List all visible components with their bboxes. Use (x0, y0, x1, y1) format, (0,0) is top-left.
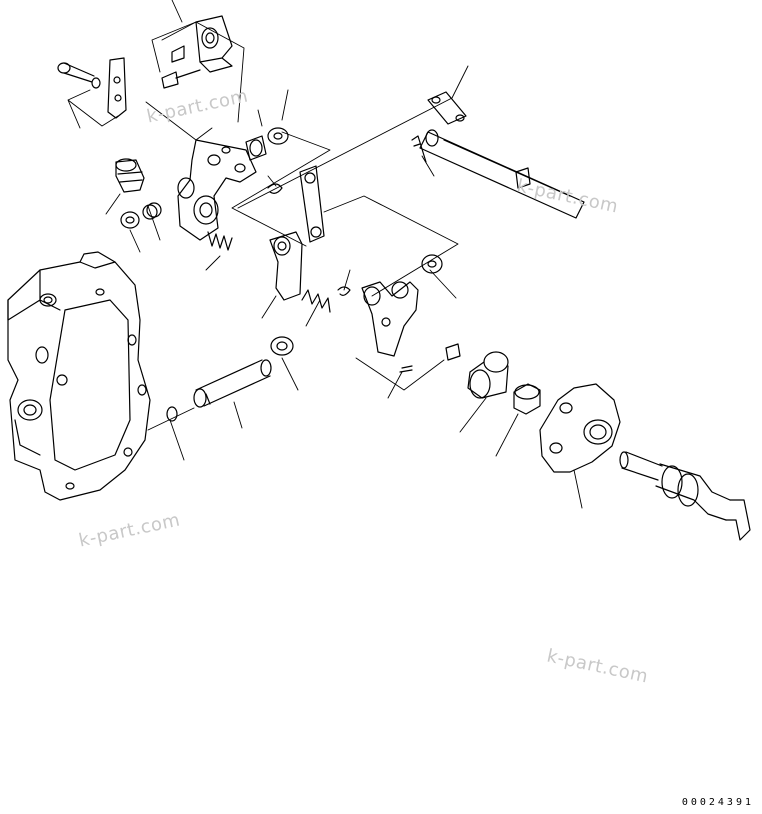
washer-2 (267, 127, 289, 145)
drawing-code: 00024391 (681, 797, 754, 808)
bolt (57, 62, 95, 83)
o-ring (166, 406, 178, 422)
governor-cover (177, 139, 257, 241)
spring-1 (207, 231, 233, 251)
flyweight-holder (539, 383, 621, 473)
leader-lines (67, 0, 583, 509)
cotter-pin (411, 135, 427, 163)
washer-3 (421, 254, 443, 274)
collar (513, 383, 541, 415)
small-washer (91, 77, 101, 89)
link-lever (299, 165, 325, 243)
camshaft (619, 451, 751, 541)
pump-housing (7, 251, 151, 501)
lever-shaft (193, 359, 272, 408)
sleeve (467, 351, 509, 399)
washer-1 (120, 211, 140, 229)
stop-bracket (195, 15, 233, 73)
plate (107, 57, 127, 119)
shaft-washer (270, 336, 294, 356)
floating-lever (269, 231, 303, 301)
rack-clip (427, 91, 467, 125)
bushing-1 (142, 202, 162, 220)
control-lever (361, 281, 419, 357)
bracket-bolts (161, 45, 201, 89)
spring-2 (301, 289, 331, 313)
snap-ring-1 (267, 183, 283, 194)
snap-ring-2 (337, 286, 351, 296)
bushing-2 (245, 135, 267, 161)
plug (115, 158, 145, 193)
lever-pin (399, 343, 461, 373)
control-rack (419, 129, 585, 219)
